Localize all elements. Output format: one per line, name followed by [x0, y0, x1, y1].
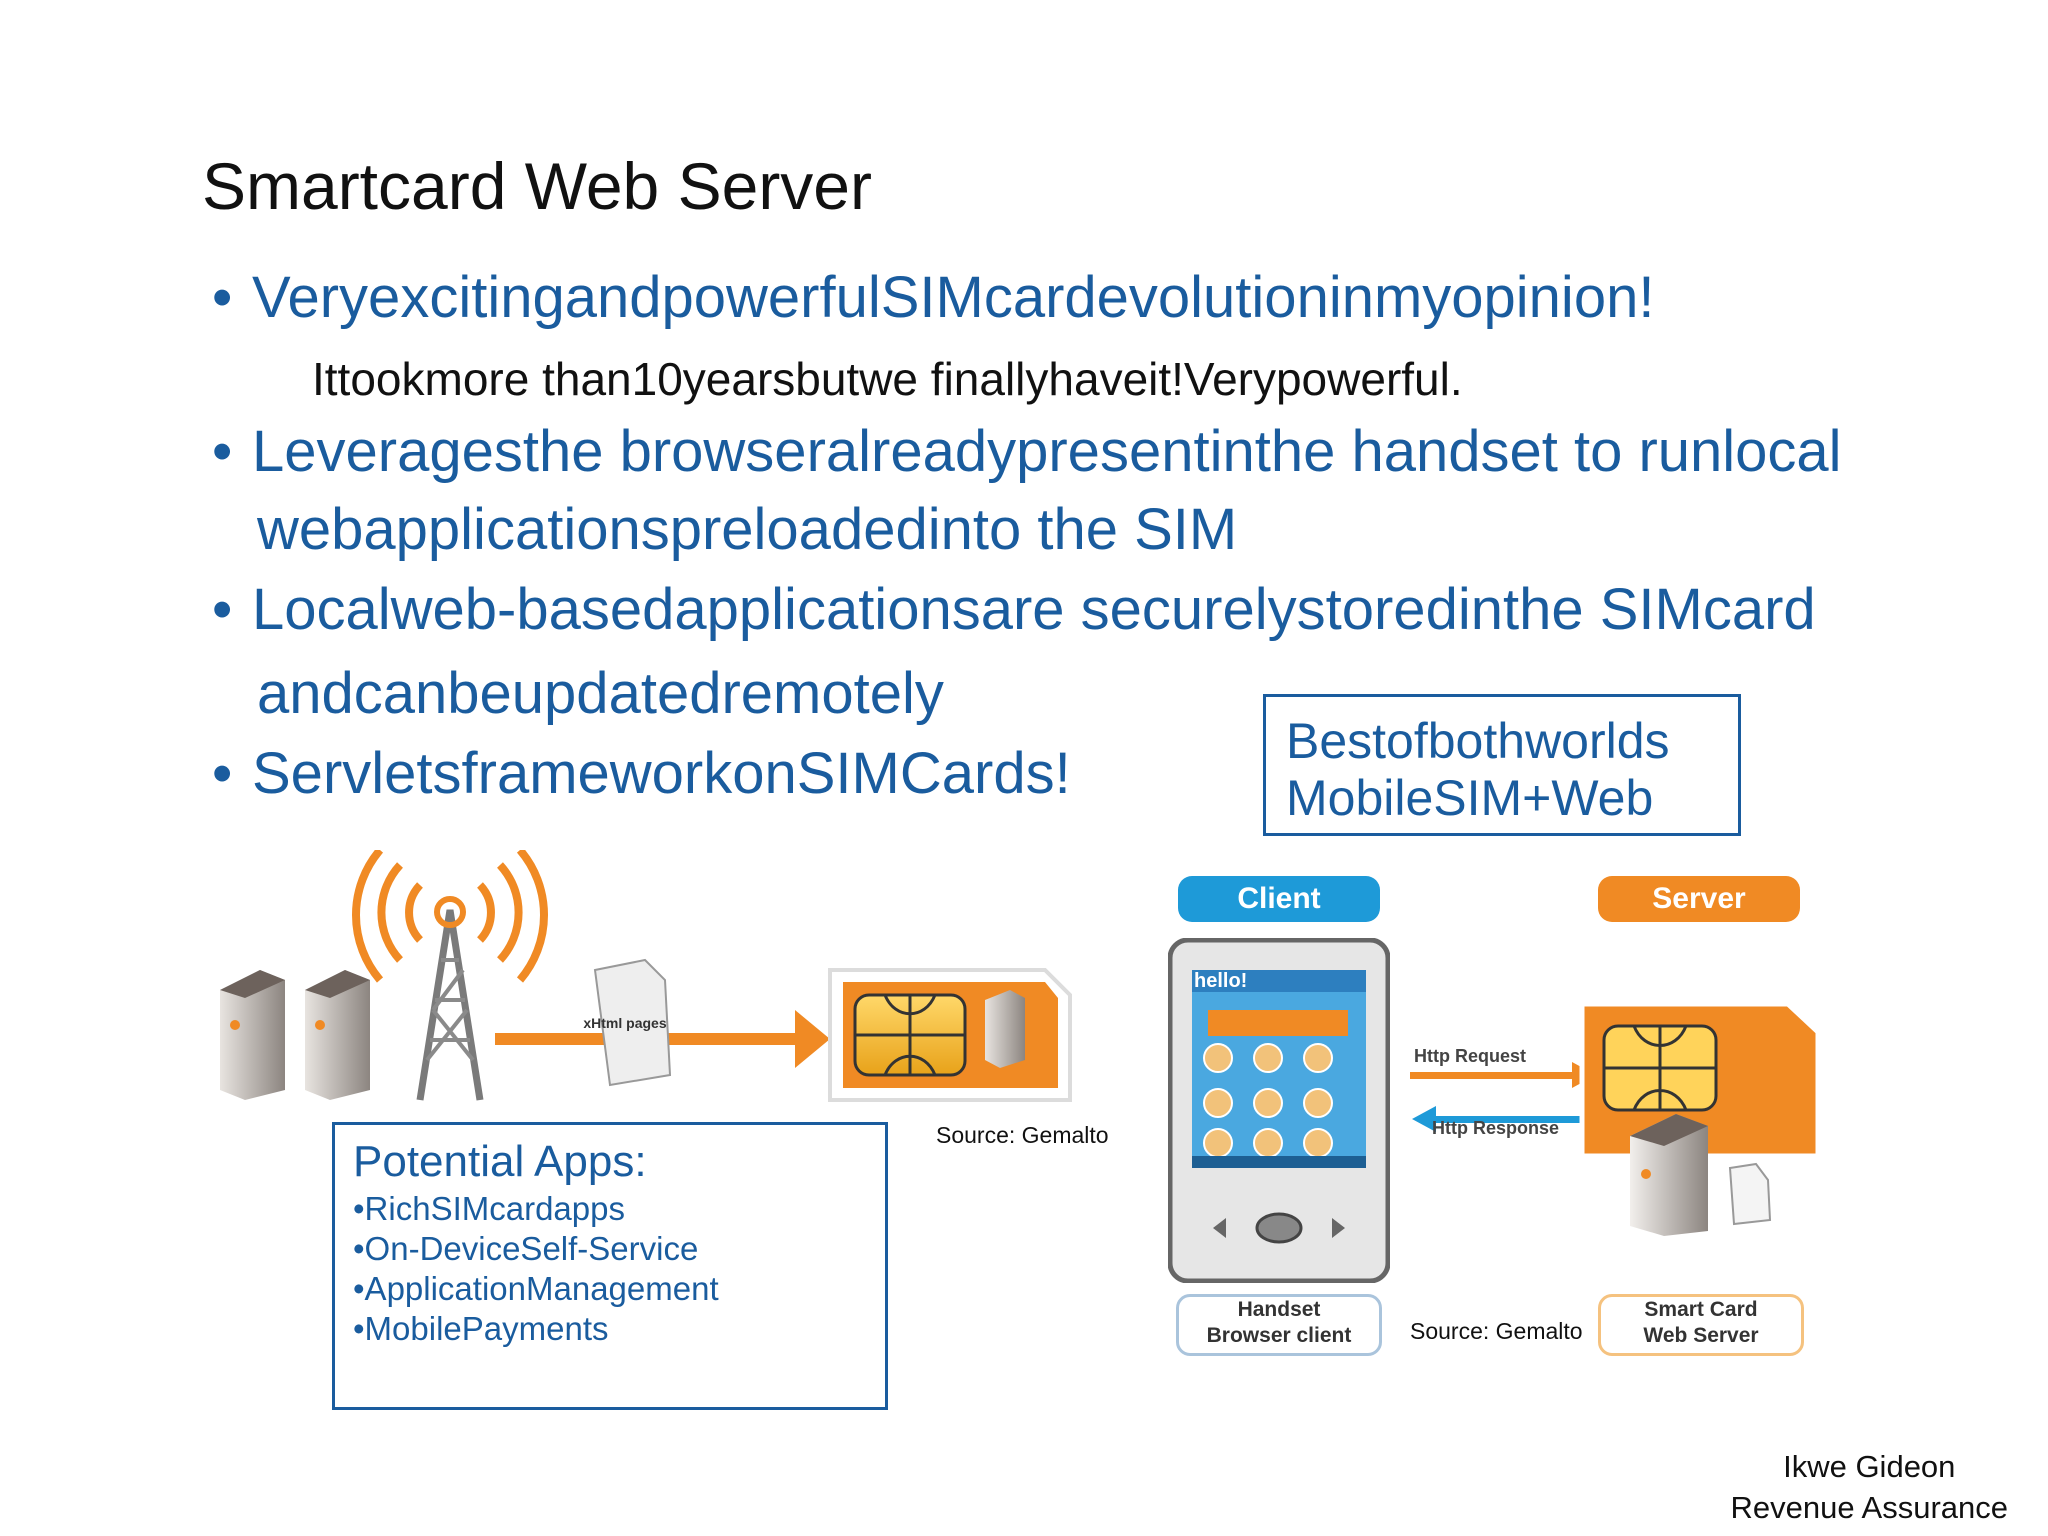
antenna-tower-icon [352, 847, 548, 1101]
smart-card-server [1578, 996, 1826, 1236]
handset-browser-client-label: Handset Browser client [1176, 1294, 1382, 1356]
potential-apps-heading: Potential Apps: [353, 1137, 647, 1186]
server-icon [305, 970, 370, 1100]
handset-phone: hello! [1167, 937, 1391, 1284]
handset-label-line-2: Browser client [1206, 1324, 1352, 1347]
http-request-label: Http Request [1414, 1046, 1526, 1066]
server-label-line-1: Smart Card [1644, 1298, 1758, 1321]
smart-card-svg [1579, 1001, 1821, 1236]
sim-card-icon [828, 968, 1072, 1102]
source-right: Source: Gemalto [1410, 1318, 1583, 1344]
phone-svg [1167, 937, 1391, 1284]
server-icon [220, 970, 285, 1100]
best-box-line-1: Bestofbothworlds [1286, 713, 1670, 769]
bullet-dot: • [212, 265, 233, 330]
best-box-line-2: MobileSIM+Web [1286, 770, 1654, 826]
handset-label-line-1: Handset [1237, 1298, 1321, 1321]
server-label-line-2: Web Server [1643, 1324, 1759, 1347]
bullet-dot: • [212, 577, 233, 642]
footer-name: Ikwe Gideon [1783, 1449, 1956, 1484]
bullet-2-continuation: webapplicationspreloadedinto the SIM [257, 497, 1238, 562]
diagram-left: xHtml pages [205, 847, 1105, 1130]
app-item: •RichSIMcardapps [353, 1190, 625, 1227]
ota-diagram-svg: xHtml pages [220, 847, 1072, 1102]
app-item: •On-DeviceSelf-Service [353, 1230, 699, 1267]
app-item: •MobilePayments [353, 1310, 609, 1347]
xhtml-page-icon: xHtml pages [583, 958, 672, 1087]
bullet-1-subnote: Ittookmore than10yearsbutwe finallyhavei… [312, 353, 1463, 405]
bullet-3-text: Localweb-basedapplicationsare securelyst… [252, 577, 1816, 642]
http-response-label: Http Response [1432, 1118, 1560, 1138]
bullet-dot: • [212, 419, 233, 484]
bullet-1-text: VeryexcitingandpowerfulSIMcardevolutioni… [252, 265, 1655, 330]
footer-author: Ikwe Gideon Revenue Assurance [1731, 1446, 2008, 1528]
smart-card-web-server-label: Smart Card Web Server [1598, 1294, 1804, 1356]
phone-brand: hello! [1194, 970, 1248, 992]
client-label: Client [1178, 876, 1380, 922]
footer-department: Revenue Assurance [1730, 1490, 2008, 1525]
bullet-dot: • [212, 741, 233, 806]
bullet-2: • Leveragesthe browseralreadypresentinthe… [212, 418, 1842, 485]
bullet-3: • Localweb-basedapplicationsare securelys… [212, 576, 1816, 643]
bullet-4: • ServletsframeworkonSIMCards! [212, 740, 1071, 807]
slide-title: Smartcard Web Server [202, 149, 872, 223]
source-left: Source: Gemalto [936, 1122, 1109, 1148]
bullet-2-text: Leveragesthe browseralreadypresentinthe … [252, 419, 1842, 484]
best-of-both-box: Bestofbothworlds MobileSIM+Web [1263, 694, 1741, 836]
xhtml-pages-label: xHtml pages [583, 1015, 666, 1031]
bullet-3-continuation: andcanbeupdatedremotely [257, 661, 944, 726]
potential-apps-box: Potential Apps: •RichSIMcardapps •On-Dev… [332, 1122, 888, 1410]
bullet-1: • VeryexcitingandpowerfulSIMcardevolution… [212, 264, 1654, 331]
bullet-4-text: ServletsframeworkonSIMCards! [252, 741, 1071, 806]
server-label: Server [1598, 876, 1800, 922]
app-item: •ApplicationManagement [353, 1270, 719, 1307]
